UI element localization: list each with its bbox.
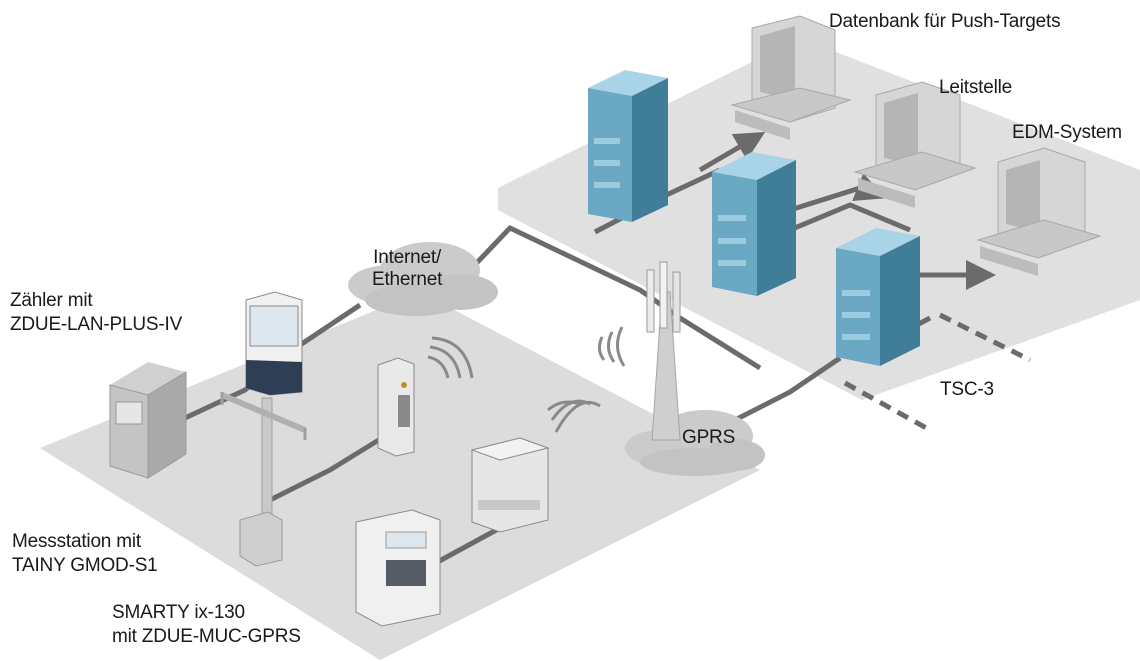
label-zaehler-line2: ZDUE-LAN-PLUS-IV	[10, 314, 183, 335]
label-zaehler: Zähler mit ZDUE-LAN-PLUS-IV	[10, 289, 182, 337]
label-zaehler-line1: Zähler mit	[10, 290, 93, 311]
internet-cloud	[348, 242, 498, 316]
label-smarty-line2: mit ZDUE-MUC-GPRS	[112, 626, 301, 647]
tsc-dash-upper	[938, 312, 1032, 363]
label-tsc: TSC-3	[940, 379, 994, 400]
smarty-meter	[355, 509, 441, 627]
workstation-database	[730, 15, 852, 140]
meter-cabinet	[109, 362, 187, 479]
label-internet-line1: Internet/	[373, 247, 442, 268]
line-gprs-tsc	[733, 355, 842, 423]
radio-waves-modem	[427, 336, 474, 379]
label-messstation-line1: Messstation mit	[12, 531, 141, 552]
line-internet-backbone	[468, 224, 762, 371]
label-internet-line2: Ethernet	[372, 269, 443, 290]
arrow-database	[698, 131, 766, 173]
label-smarty: SMARTY ix-130 mit ZDUE-MUC-GPRS	[112, 601, 301, 649]
utility-mast	[220, 392, 307, 567]
label-database: Datenbank für Push-Targets	[829, 11, 1061, 32]
label-gprs: GPRS	[682, 427, 736, 448]
tsc-dashed-lines	[843, 312, 1032, 433]
modem-device	[377, 357, 415, 457]
label-internet: Internet/ Ethernet	[372, 247, 442, 291]
server-1	[588, 70, 668, 222]
gprs-cloud	[625, 410, 765, 476]
server-3	[836, 228, 920, 366]
radio-tower	[646, 261, 681, 441]
line-station-modem	[268, 427, 397, 503]
workstation-edm	[976, 147, 1102, 276]
radio-waves-tower	[597, 326, 626, 367]
label-messstation-line2: TAINY GMOD-S1	[12, 555, 158, 576]
workstation-leitstelle	[853, 81, 977, 208]
field-platform	[40, 292, 760, 660]
label-messstation: Messstation mit TAINY GMOD-S1	[12, 530, 158, 578]
tsc-dash-lower	[843, 380, 932, 433]
gateway-device	[470, 437, 550, 533]
line-smarty-gateway	[430, 525, 502, 568]
label-edm: EDM-System	[1012, 122, 1122, 143]
label-leitstelle: Leitstelle	[939, 77, 1012, 98]
zaehler-device	[245, 291, 303, 396]
server-2	[712, 152, 796, 296]
label-smarty-line1: SMARTY ix-130	[112, 602, 245, 623]
radio-waves-gateway	[547, 399, 601, 433]
